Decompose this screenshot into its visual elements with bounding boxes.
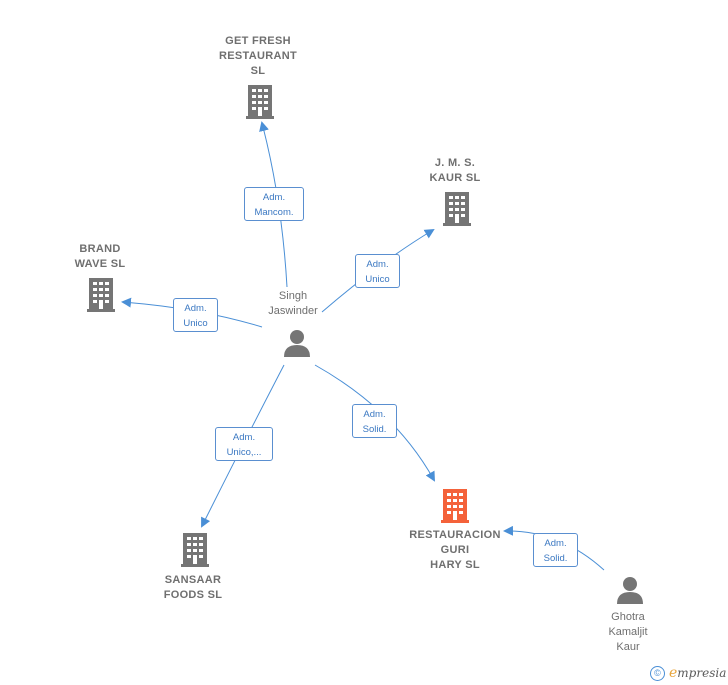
building-icon[interactable] xyxy=(181,533,209,567)
edge-label-line1: Adm. xyxy=(184,303,207,314)
edge-label-line2: Unico xyxy=(183,318,208,329)
brand-initial: e xyxy=(669,665,678,681)
edge-label-line2: Solid. xyxy=(543,553,568,564)
edge-label-line2: Solid. xyxy=(362,424,387,435)
edge-label-adm-solid-singh[interactable]: Adm. Solid. xyxy=(352,404,397,438)
building-icon[interactable] xyxy=(87,278,115,312)
node-label-jms-kaur[interactable]: J. M. S. KAUR SL xyxy=(429,157,481,184)
brand-rest: mpresia xyxy=(677,666,727,680)
edge-label-line2: Mancom. xyxy=(254,207,294,218)
edge-label-adm-unico-jms[interactable]: Adm. Unico xyxy=(355,254,400,288)
node-label-restauracion[interactable]: RESTAURACION GURI HARY SL xyxy=(409,529,501,571)
edge-label-line1: Adm. xyxy=(232,432,256,443)
edge-label-line1: Adm. xyxy=(544,538,567,549)
node-label-singh[interactable]: Singh Jaswinder xyxy=(268,290,318,317)
node-label-brand-wave[interactable]: BRAND WAVE SL xyxy=(74,243,126,270)
building-icon[interactable] xyxy=(246,85,274,119)
edge-label-line2: Unico xyxy=(365,274,390,285)
node-label-sansaar[interactable]: SANSAAR FOODS SL xyxy=(163,574,223,601)
person-icon[interactable] xyxy=(283,329,311,357)
edge-label-line1: Adm. xyxy=(262,192,286,203)
edge-label-adm-unico-brand[interactable]: Adm. Unico xyxy=(173,298,218,332)
edge-label-line1: Adm. xyxy=(363,409,386,420)
edge-label-adm-unico-sansaar[interactable]: Adm. Unico,... xyxy=(215,427,273,461)
building-icon[interactable] xyxy=(441,489,469,523)
edge-label-adm-mancom[interactable]: Adm. Mancom. xyxy=(244,187,304,221)
empresia-logo[interactable]: ©empresia xyxy=(650,665,726,683)
copyright-icon: © xyxy=(650,665,665,681)
brand-name: empresia xyxy=(669,665,727,681)
edge-label-line1: Adm. xyxy=(366,259,389,270)
node-label-ghotra[interactable]: Ghotra Kamaljit Kaur xyxy=(608,611,648,653)
edge-label-adm-solid-ghotra[interactable]: Adm. Solid. xyxy=(533,533,578,567)
edge-label-line2: Unico,... xyxy=(226,447,262,458)
building-icon[interactable] xyxy=(443,192,471,226)
person-icon[interactable] xyxy=(616,576,644,604)
node-label-get-fresh[interactable]: GET FRESH RESTAURANT SL xyxy=(219,35,297,77)
